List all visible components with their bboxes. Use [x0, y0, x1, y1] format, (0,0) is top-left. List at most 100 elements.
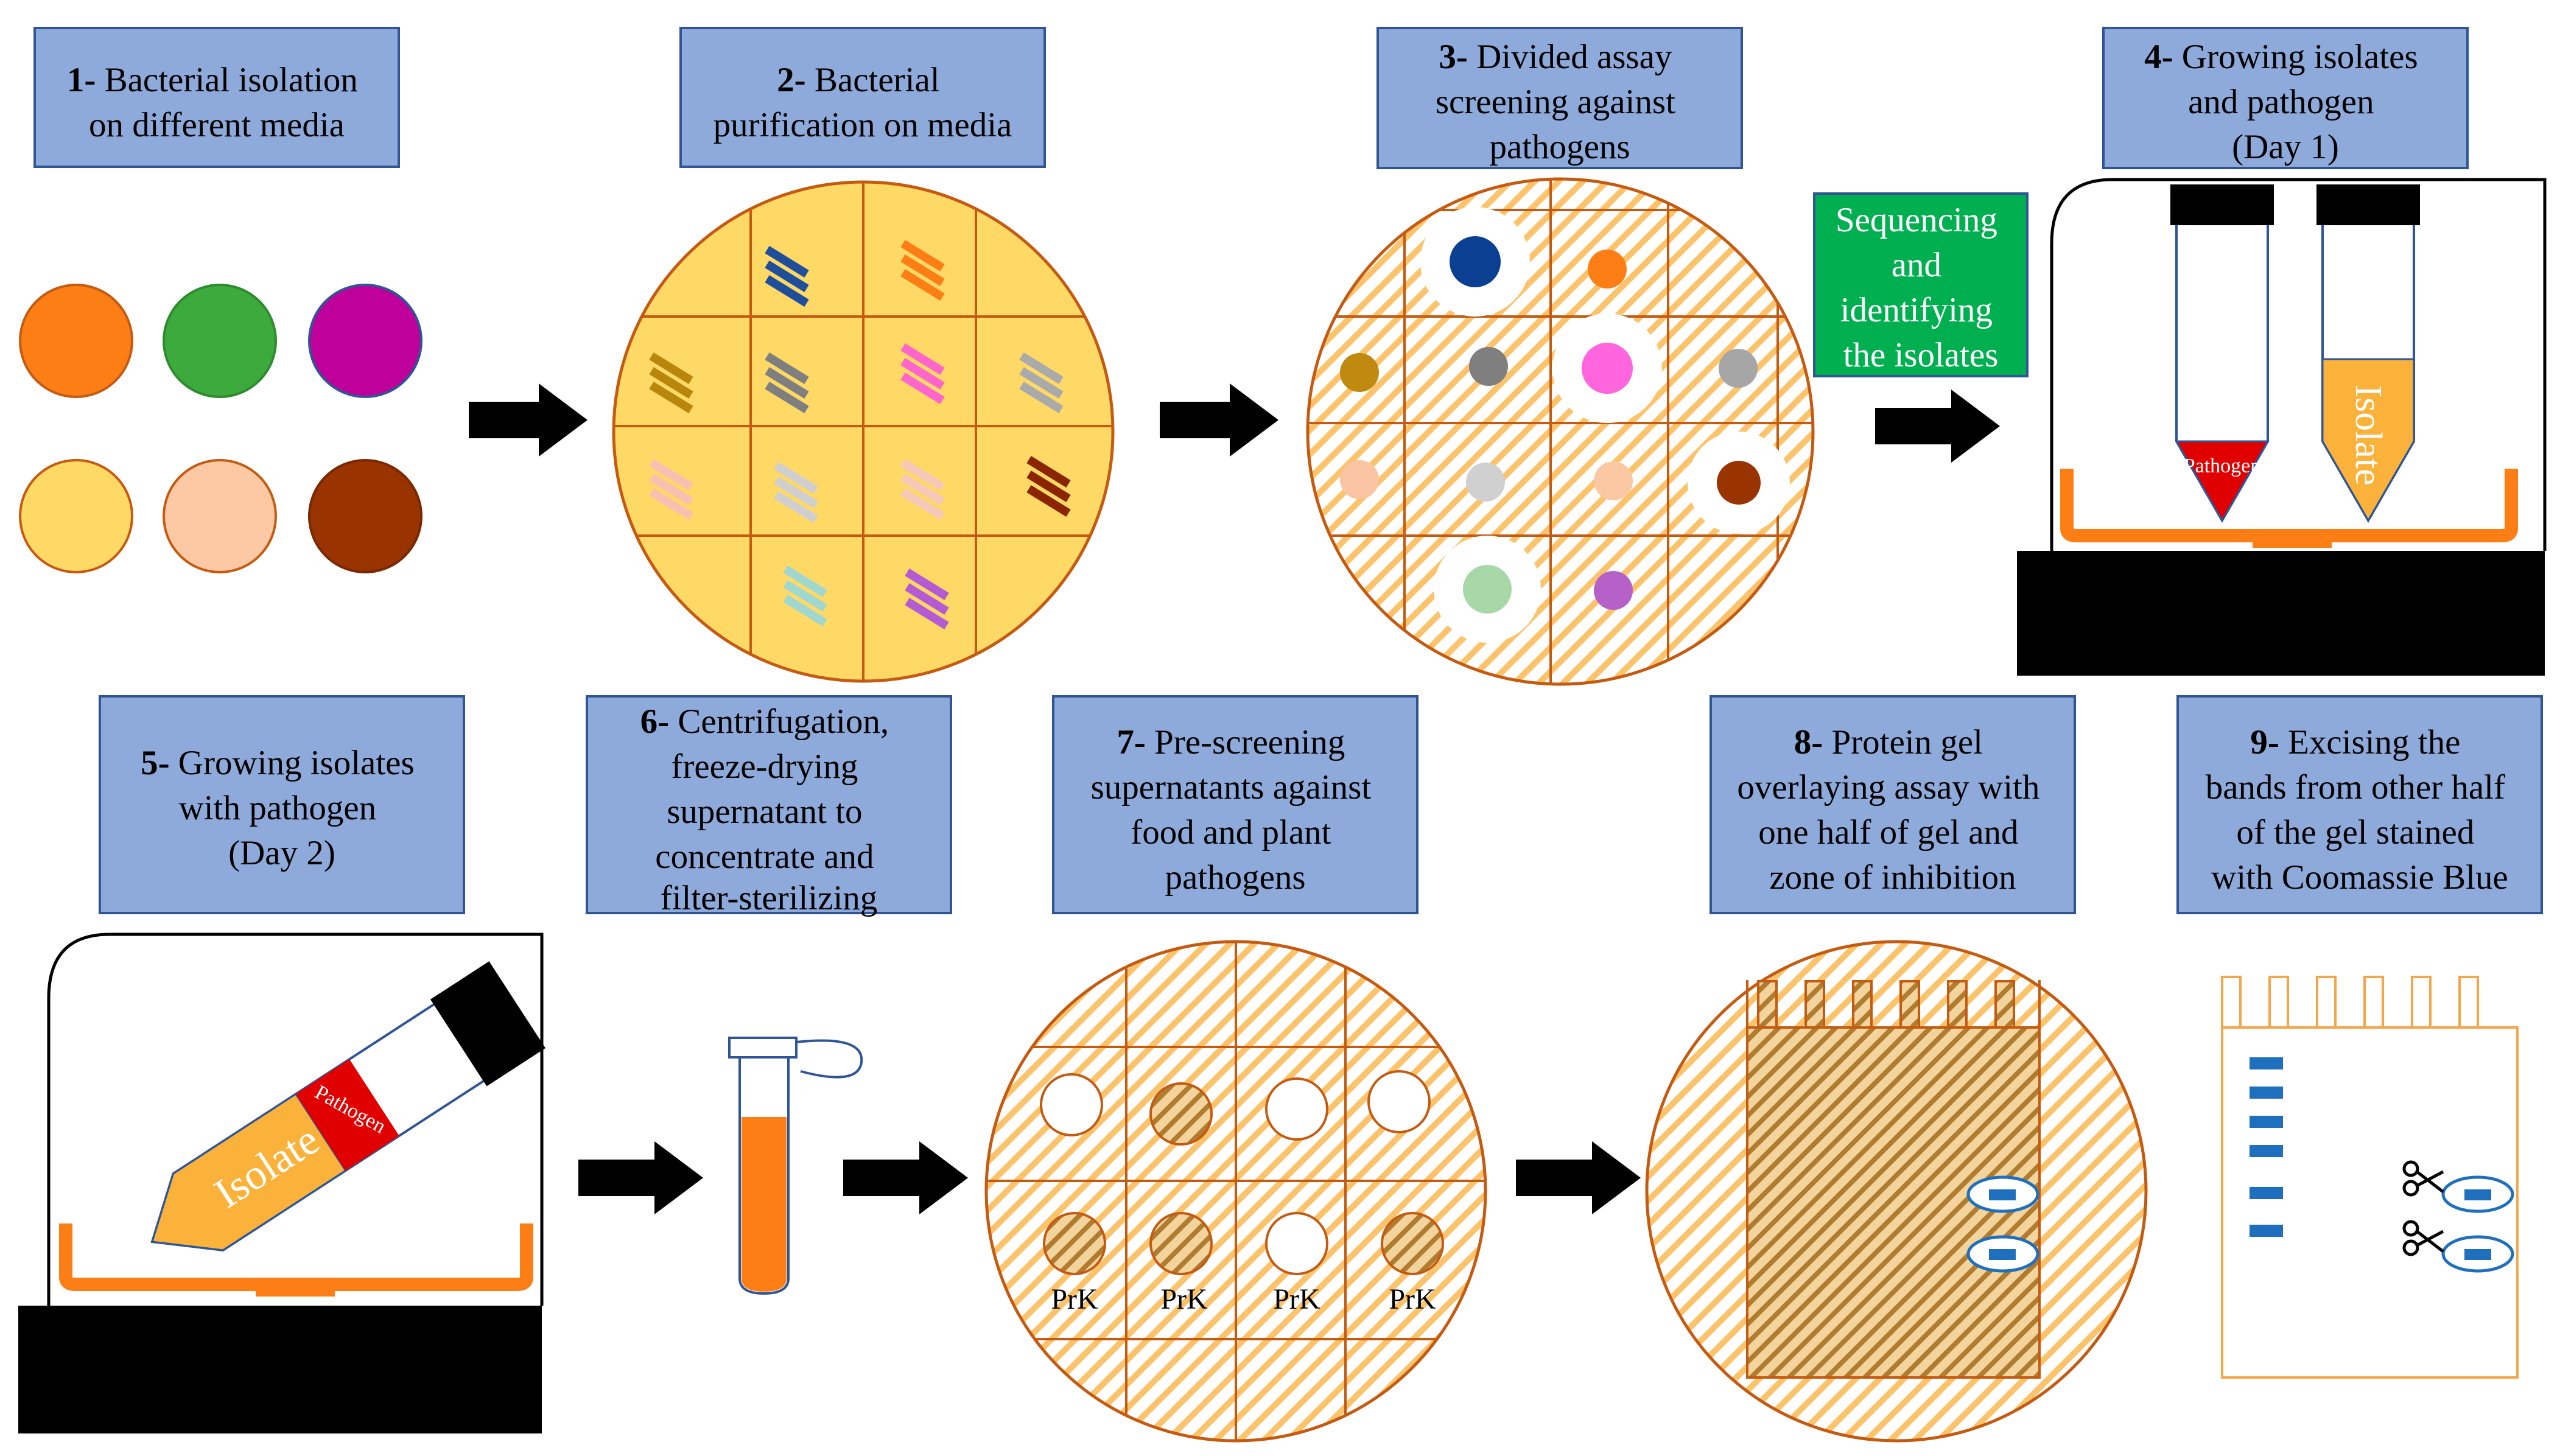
step-4-line2: and pathogen	[2188, 83, 2374, 121]
wells	[1040, 1070, 1444, 1275]
step-7-line1: Pre-screening	[1154, 723, 1345, 761]
bacterial-spot	[1469, 347, 1508, 386]
step-8-line2: overlaying assay with	[1737, 768, 2039, 807]
svg-text:8- Protein gel overlayin: 8- Protein gel overlaying assay with one…	[1737, 723, 2048, 897]
step-5-line1: Growing isolates	[178, 744, 415, 782]
streak-mark	[649, 352, 693, 413]
step-6: 6- Centrifugation, freeze-drying superna…	[586, 695, 952, 1295]
step-4-box	[2102, 27, 2469, 169]
sequencing-line3: identifying	[1840, 291, 1993, 329]
prk-label: PrK	[1051, 1283, 1098, 1315]
inhibition-zone	[1434, 536, 1541, 643]
step-7: 7- Pre-screening supernatants against fo…	[984, 695, 1487, 1443]
bacterial-spot	[1594, 571, 1633, 610]
incubator-day2: Isolate Pathogen	[18, 933, 545, 1433]
step-3-line3: pathogens	[1489, 128, 1630, 166]
arrow-2-3	[1160, 383, 1278, 457]
sequencing-line2: and	[1892, 246, 1941, 284]
protein-bands	[2250, 1057, 2283, 1237]
streak-mark	[900, 459, 945, 520]
well-clear	[1040, 1073, 1103, 1136]
streak-mark	[649, 459, 693, 520]
bacterial-spot	[1340, 460, 1379, 499]
inhibition-zone	[1688, 432, 1790, 534]
prescreening-plate: PrK PrK PrK PrK	[984, 940, 1487, 1443]
step-2: 2- Bacterial purification on media	[612, 27, 1115, 683]
prk-label: PrK	[1160, 1283, 1208, 1315]
bacterial-spot	[1594, 461, 1633, 500]
step-1-number: 1-	[67, 61, 96, 99]
media-plate-brown	[308, 459, 423, 573]
step-5-number: 5-	[141, 744, 169, 782]
streak-mark	[900, 343, 945, 404]
isolate-tube-label: Isolate	[2348, 385, 2389, 485]
step-5-box	[99, 695, 465, 914]
prk-label: PrK	[1273, 1283, 1320, 1315]
well-prk-growth	[1381, 1212, 1444, 1275]
bacterial-spot	[1588, 250, 1627, 289]
inhibition-zones	[1966, 1175, 2039, 1273]
media-plate-orange	[19, 284, 133, 398]
step-6-line5: filter-sterilizing	[661, 879, 878, 917]
scissors-icon	[2402, 1160, 2444, 1197]
arrow-1-2	[469, 383, 587, 457]
step-3-line1: Divided assay	[1476, 38, 1672, 76]
step-9-box	[2176, 695, 2543, 914]
step-1-box	[33, 27, 400, 168]
bacterial-spot	[1340, 353, 1379, 392]
media-plate-peach	[163, 459, 277, 573]
streak-mark	[765, 246, 809, 307]
bacterial-spot	[1466, 463, 1505, 502]
step-3-box	[1376, 27, 1743, 169]
step-6-line1: Centrifugation,	[678, 702, 889, 741]
svg-text:Sequencing and ide: Sequencing and identifying the isolates	[1836, 201, 2006, 374]
step-6-line4: concentrate and	[655, 838, 874, 876]
svg-text:5- Growing isolates wit: 5- Growing isolates with pathogen (Day 2…	[141, 744, 423, 872]
step-8-box	[1710, 695, 2076, 914]
step-1-line1: Bacterial isolation	[105, 61, 358, 99]
streak-mark	[900, 240, 945, 301]
step-1: 1- Bacterial isolation on different medi…	[19, 27, 423, 573]
step-9-line3: of the gel stained	[2236, 813, 2474, 852]
step-4: 4- Growing isolates and pathogen (Day 1)…	[2017, 27, 2547, 676]
step-2-number: 2-	[777, 61, 805, 99]
media-plate-yellow	[19, 459, 133, 573]
bacterial-spot	[1719, 349, 1758, 388]
step-3-line2: screening against	[1436, 83, 1675, 121]
svg-text:3- Divided assay screeni: 3- Divided assay screening against patho…	[1436, 38, 1684, 166]
sequencing-line4: the isolates	[1843, 336, 1999, 374]
step-7-number: 7-	[1117, 723, 1145, 761]
step-6-line2: freeze-drying	[671, 747, 858, 786]
well-prk-growth	[1043, 1212, 1106, 1275]
step-9: 9- Excising the bands from other half of…	[2176, 695, 2543, 1379]
pathogen-tube: Pathogen	[2170, 184, 2274, 523]
streak-mark	[783, 565, 827, 626]
incubator-day1: Pathogen Isolate	[2017, 178, 2547, 676]
step-8-line1: Protein gel	[1831, 723, 1983, 761]
media-plate-magenta	[308, 284, 423, 398]
streak-mark	[1026, 456, 1071, 517]
svg-text:7- Pre-screening superna: 7- Pre-screening supernatants against fo…	[1091, 723, 1380, 897]
well-clear	[1265, 1077, 1328, 1141]
arrow-6-7	[843, 1141, 968, 1214]
svg-text:9- Excising the bands f: 9- Excising the bands from other half of…	[2206, 723, 2514, 897]
step-2-line2: purification on media	[714, 106, 1012, 144]
step-8-line4: zone of inhibition	[1769, 858, 2016, 897]
isolate-tube: Isolate	[2316, 184, 2420, 523]
sequencing-line1: Sequencing	[1836, 201, 1997, 239]
well-prk-growth	[1149, 1212, 1213, 1275]
step-7-line4: pathogens	[1165, 858, 1305, 897]
step-9-line1: Excising the	[2288, 723, 2460, 761]
protein-band	[2250, 1057, 2283, 1069]
step-6-line3: supernatant to	[667, 793, 862, 831]
media-plates	[19, 284, 423, 573]
divided-assay-plate	[1306, 177, 1815, 686]
step-7-box	[1052, 695, 1419, 914]
stained-gel	[2221, 976, 2519, 1379]
protein-band	[2250, 1116, 2283, 1128]
arrow-7-8	[1516, 1141, 1641, 1214]
svg-text:6- Centrifugation, freez: 6- Centrifugation, freeze-drying superna…	[640, 702, 898, 917]
step-9-number: 9-	[2250, 723, 2279, 761]
svg-text:1- Bacterial isolation: 1- Bacterial isolation on different medi…	[67, 61, 366, 144]
